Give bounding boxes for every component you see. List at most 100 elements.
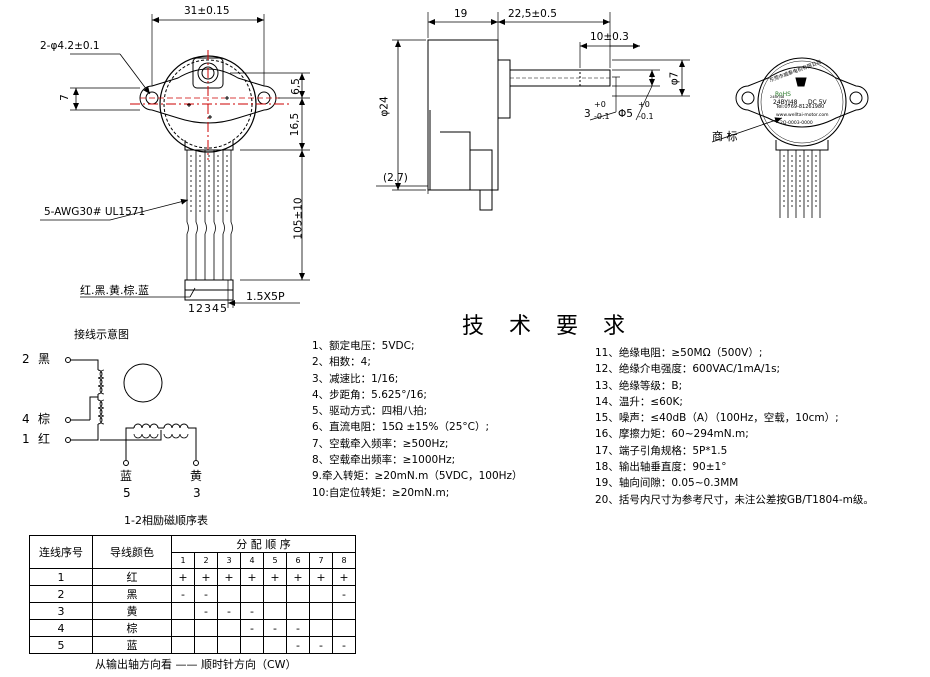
trademark-label: 商 标 [712,130,738,143]
step-cell: - [171,585,195,603]
step-cell [171,602,195,620]
pin-numbers: 12345 [188,302,228,315]
terminal-1-num: 1 [22,432,30,446]
step-cell [263,602,287,620]
row-color: 蓝 [92,636,172,654]
step-cell [240,585,264,603]
row-number: 4 [29,619,93,637]
label-sticker [757,57,847,147]
req-item: 17、端子引角规格：5P*1.5 [595,444,728,457]
step-header: 8 [332,552,356,569]
row-number: 2 [29,585,93,603]
mounting-flange [139,68,277,124]
motor-can [427,39,499,191]
step-cell [332,602,356,620]
requirements-left: 1、额定电压：5VDC; 2、相数：4; 3、减速比：1/16; 4、步距角：5… [312,338,523,501]
terminal-5-color: 蓝 [120,469,133,483]
step-cell: - [263,619,287,637]
dim-3-tol-lower: -0.1 [594,112,610,121]
dim-2-7: (2.7) [383,172,408,184]
step-cell [263,636,287,654]
dim-holes: 2-φ4.2±0.1 [40,40,100,52]
dim-3-tol-upper: +0 [594,100,606,109]
table-row: 3 黄 - - - [29,602,356,620]
requirements-right: 11、绝缘电阻：≥50MΩ（500V）; 12、绝缘介电强度：600VAC/1m… [595,345,874,508]
dim-19: 19 [454,8,468,20]
table-row: 1 红 + + + + + + + + [29,568,356,586]
terminal-4-color: 棕 [38,412,51,426]
side-view [376,12,690,211]
step-cell [171,619,195,637]
terminal-2-num: 2 [22,352,30,366]
sequence-table: 连线序号 导线颜色 分 配 顺 序 1 2 3 4 5 6 7 8 1 红 + … [29,535,356,654]
step-cell: - [286,619,310,637]
header-wire-color: 导线颜色 [92,535,172,569]
dim-5-tol-upper: +0 [638,100,650,109]
step-cell: + [286,568,310,586]
dim-phi5: Φ5 [618,108,633,120]
req-item: 9.牵入转矩：≥20mN.m（5VDC，100Hz） [312,470,523,483]
row-color: 红 [92,568,172,586]
step-cell: - [309,636,333,654]
dim-5-tol-lower: -0.1 [638,112,654,121]
table-row: 2 黑 - - - [29,585,356,603]
step-cell: - [194,602,218,620]
dim-22-5: 22,5±0.5 [508,8,557,20]
terminal-3-color: 黄 [190,469,203,483]
req-item: 20、括号内尺寸为参考尺寸，未注公差按GB/T1804-m级。 [595,493,874,506]
req-item: 13、绝缘等级：B; [595,379,683,392]
step-header: 5 [263,552,287,569]
step-cell [217,636,241,654]
header-sequence: 分 配 顺 序 [171,535,356,553]
wire-colors: 红.黑.黄.棕.蓝 [80,284,149,297]
step-cell [332,619,356,637]
step-cell: - [217,602,241,620]
dim-phi24: φ24 [378,96,391,117]
req-item: 1、额定电压：5VDC; [312,340,415,352]
step-cell [286,602,310,620]
label-view [711,57,869,218]
connector-spec: 1.5X5P [246,290,285,303]
requirements-title: 技 术 要 求 [462,314,627,339]
lead-wires [186,150,233,280]
step-cell [217,585,241,603]
step-header: 1 [171,552,195,569]
req-item: 16、摩擦力矩：60~294mN.m; [595,428,749,441]
svg-text:24BYJ48: 24BYJ48 [770,95,784,99]
step-header: 3 [217,552,241,569]
row-number: 3 [29,602,93,620]
voltage-rating: DC 5V [808,99,827,106]
row-color: 黑 [92,585,172,603]
req-item: 2、相数：4; [312,356,371,369]
table-row: 4 棕 - - - [29,619,356,637]
req-item: 8、空载牵出频率：≥1000Hz; [312,454,456,467]
header-wire-number: 连线序号 [29,535,93,569]
step-cell: + [194,568,218,586]
req-item: 11、绝缘电阻：≥50MΩ（500V）; [595,347,763,359]
dim-7: 7 [58,94,71,101]
step-cell [217,619,241,637]
row-number: 5 [29,636,93,654]
req-item: 4、步距角：5.625°/16; [312,388,427,401]
terminal-3-num: 3 [193,486,201,500]
step-cell: - [332,636,356,654]
step-cell: - [332,585,356,603]
wiring-diagram [65,357,199,466]
step-cell: - [240,602,264,620]
svg-text:www.welltai-motor.com: www.welltai-motor.com [776,112,829,118]
step-cell [309,619,333,637]
step-header: 2 [194,552,218,569]
step-cell: + [240,568,264,586]
row-color: 黄 [92,602,172,620]
step-cell [240,636,264,654]
terminal-2-color: 黑 [38,352,51,366]
rotation-direction-note: 从输出轴方向看 —— 顺时针方向（CW） [95,658,297,671]
req-item: 10:自定位转矩：≥20mN.m; [312,486,450,499]
terminal-1-color: 红 [38,432,51,446]
svg-text:东莞市威泰电机有限公司: 东莞市威泰电机有限公司 [768,58,822,83]
req-item: 19、轴向间隙：0.05~0.3MM [595,477,739,490]
dim-105: 105±10 [292,197,305,240]
wiring-title: 接线示意图 [74,328,129,341]
req-item: 5、驱动方式：四相八拍; [312,405,428,418]
